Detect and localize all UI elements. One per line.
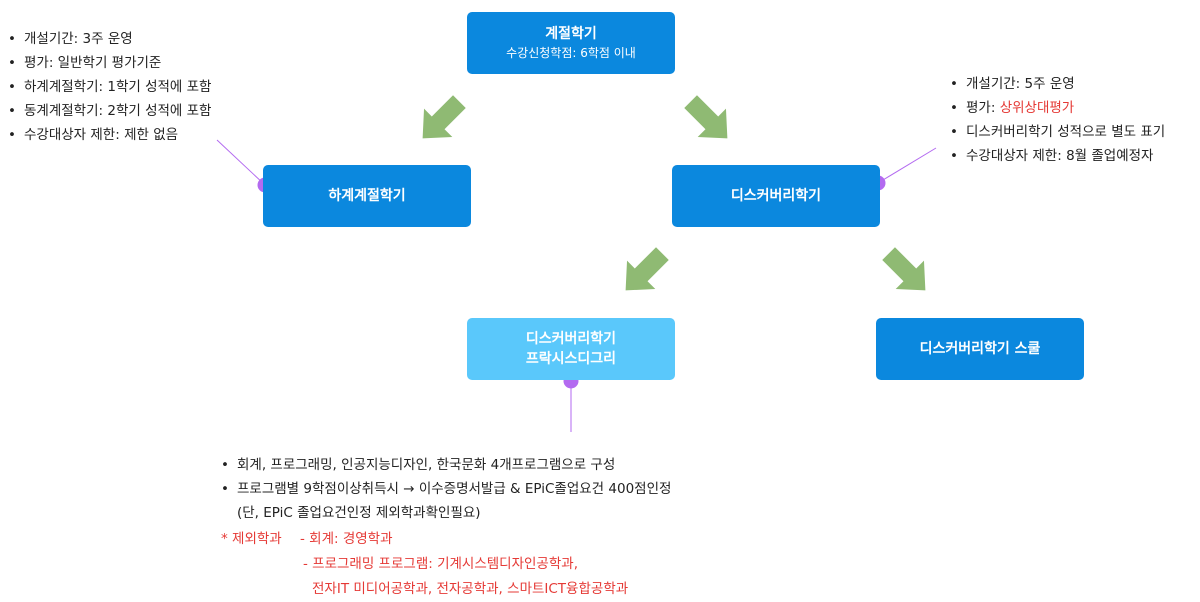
connector-line-right bbox=[877, 147, 937, 184]
discovery-note-item: 개설기간: 5주 운영 bbox=[950, 72, 1165, 96]
discovery-note-item: 디스커버리학기 성적으로 별도 표기 bbox=[950, 120, 1165, 144]
discovery-school-title: 디스커버리학기 스쿨 bbox=[919, 341, 1041, 357]
discovery-note-item-evaluation: 평가: 상위상대평가 bbox=[950, 96, 1165, 120]
summer-note-item: 수강대상자 제한: 제한 없음 bbox=[8, 123, 211, 147]
seasonal-semester-title: 계절학기 bbox=[545, 26, 597, 42]
evaluation-label: 평가: bbox=[966, 100, 1000, 116]
discovery-semester-title: 디스커버리학기 bbox=[730, 188, 822, 204]
praxis-degree-line1: 디스커버리학기 bbox=[525, 331, 617, 347]
discovery-school-box: 디스커버리학기 스쿨 bbox=[876, 318, 1084, 380]
arrow-to-summer bbox=[408, 87, 474, 153]
praxis-degree-line2: 프락시스디그리 bbox=[525, 351, 617, 367]
praxis-note-item: 회계, 프로그래밍, 인공지능디자인, 한국문화 4개프로그램으로 구성 bbox=[221, 453, 671, 477]
praxis-note-item: 프로그램별 9학점이상취득시 → 이수증명서발급 & EPiC졸업요건 400점… bbox=[221, 477, 671, 501]
summer-note-item: 하계계절학기: 1학기 성적에 포함 bbox=[8, 75, 211, 99]
discovery-notes-list: 개설기간: 5주 운영 평가: 상위상대평가 디스커버리학기 성적으로 별도 표… bbox=[950, 72, 1165, 168]
summer-notes-list: 개설기간: 3주 운영 평가: 일반학기 평가기준 하계계절학기: 1학기 성적… bbox=[8, 27, 211, 147]
praxis-notes-list: 회계, 프로그래밍, 인공지능디자인, 한국문화 4개프로그램으로 구성 프로그… bbox=[221, 453, 671, 501]
summer-note-item: 개설기간: 3주 운영 bbox=[8, 27, 211, 51]
excluded-dept-2: - 프로그래밍 프로그램: 기계시스템디자인공학과, bbox=[303, 556, 578, 572]
summer-semester-title: 하계계절학기 bbox=[328, 188, 406, 204]
arrow-to-praxis bbox=[611, 239, 677, 305]
discovery-semester-box: 디스커버리학기 bbox=[672, 165, 880, 227]
praxis-note-continuation: (단, EPiC 졸업요건인정 제외학과확인필요) bbox=[237, 505, 481, 521]
arrow-to-discovery bbox=[676, 87, 742, 153]
seasonal-semester-credits: 수강신청학점: 6학점 이내 bbox=[506, 46, 636, 60]
evaluation-highlight: 상위상대평가 bbox=[999, 100, 1075, 116]
summer-semester-box: 하계계절학기 bbox=[263, 165, 471, 227]
excluded-label: * 제외학과 bbox=[221, 531, 282, 547]
summer-note-item: 동계계절학기: 2학기 성적에 포함 bbox=[8, 99, 211, 123]
connector-line-left bbox=[216, 139, 266, 186]
praxis-degree-box: 디스커버리학기 프락시스디그리 bbox=[467, 318, 675, 380]
summer-note-item: 평가: 일반학기 평가기준 bbox=[8, 51, 211, 75]
arrow-to-school bbox=[874, 239, 940, 305]
discovery-note-item: 수강대상자 제한: 8월 졸업예정자 bbox=[950, 144, 1165, 168]
excluded-dept-1: - 회계: 경영학과 bbox=[300, 531, 393, 547]
seasonal-semester-box: 계절학기 수강신청학점: 6학점 이내 bbox=[467, 12, 675, 74]
excluded-dept-3: 전자IT 미디어공학과, 전자공학과, 스마트ICT융합공학과 bbox=[312, 581, 629, 597]
